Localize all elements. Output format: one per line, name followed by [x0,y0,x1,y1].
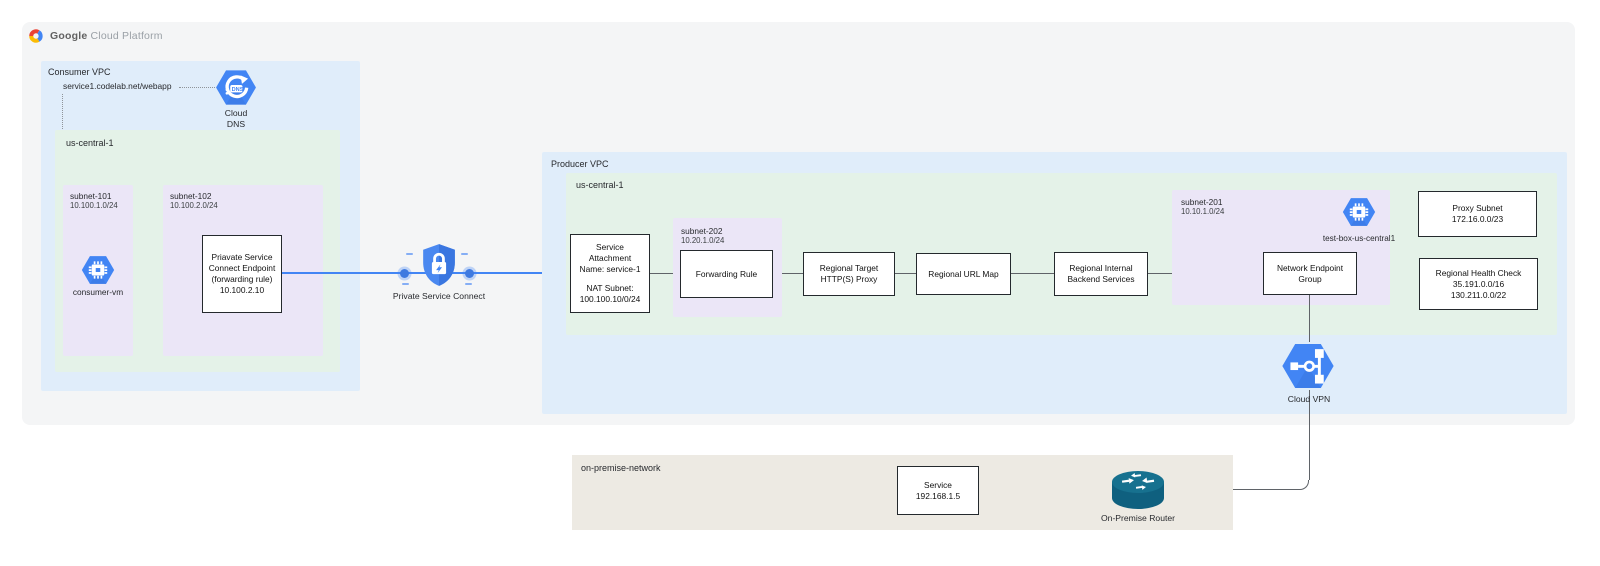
connector-vpn-down [1309,390,1311,480]
subnet-202-cidr: 10.20.1.0/24 [681,236,725,245]
cloud-dns-icon: DNS [216,70,256,105]
regional-health-check-box: Regional Health Check 35.191.0.0/16 130.… [1419,258,1538,310]
dns-record-text: service1.codelab.net/webapp [63,81,172,91]
brand-google: Google [50,30,88,42]
private-service-connect-label: Private Service Connect [392,291,486,301]
brand-header: Google Cloud Platform [28,28,163,44]
onprem-service-box: Service 192.168.1.5 [897,466,979,515]
proxy-subnet-box: Proxy Subnet 172.16.0.0/23 [1418,191,1537,237]
subnet-101-cidr: 10.100.1.0/24 [70,201,118,210]
psc-right-node-dot [465,269,474,278]
consumer-vm-label: consumer-vm [72,287,124,297]
psc-endpoint-box: Priavate Service Connect Endpoint (forwa… [202,235,282,313]
regional-target-proxy-box: Regional Target HTTP(S) Proxy [803,252,895,296]
connector-proxy-to-urlmap [895,273,916,275]
brand-platform: Cloud Platform [90,30,163,42]
psc-dash-decoration [465,283,472,286]
dns-dotted-line [179,87,215,88]
psc-dash-decoration [406,253,413,256]
onprem-router-label: On-Premise Router [1100,513,1176,523]
forwarding-rule-box: Forwarding Rule [680,250,773,298]
onprem-router-icon [1112,471,1164,509]
subnet-102-cidr: 10.100.2.0/24 [170,201,218,210]
subnet-102-name: subnet-102 [170,191,212,201]
psc-dash-decoration [461,253,468,256]
subnet-101-name: subnet-101 [70,191,112,201]
test-box-vm-icon [1342,198,1376,226]
cloud-vpn-label: Cloud VPN [1287,394,1331,404]
cloud-vpn-icon [1282,343,1334,389]
consumer-vpc-label: Consumer VPC [48,67,111,77]
svg-text:DNS: DNS [232,87,244,93]
google-cloud-logo-icon [29,29,43,43]
producer-vpc-label: Producer VPC [551,159,609,169]
subnet-201-name: subnet-201 [1181,197,1223,207]
connector-corner [1297,480,1309,490]
private-service-connect-shield-icon [423,244,455,286]
regional-url-map-box: Regional URL Map [916,253,1011,295]
consumer-vm-icon [81,256,115,284]
brand-title: Google Cloud Platform [50,30,163,42]
connector-sa-to-fr [650,273,680,275]
consumer-region-label: us-central-1 [66,138,114,148]
connector-urlmap-to-backend [1011,273,1054,275]
cloud-dns-label: Cloud DNS [224,108,248,129]
subnet-201-cidr: 10.10.1.0/24 [1181,207,1225,216]
subnet-202-name: subnet-202 [681,226,723,236]
regional-backend-services-box: Regional Internal Backend Services [1054,252,1148,296]
connector-fr-to-proxy [773,273,803,275]
connector-neg-to-vpn [1309,295,1311,342]
onprem-network-label: on-premise-network [581,463,661,473]
psc-dash-decoration [402,283,409,286]
network-endpoint-group-box: Network Endpoint Group [1263,252,1357,295]
test-box-label: test-box-us-central1 [1322,234,1396,243]
producer-region-label: us-central-1 [576,180,624,190]
psc-left-node-dot [400,269,409,278]
service-attachment-box: Service Attachment Name: service-1 NAT S… [570,234,650,313]
